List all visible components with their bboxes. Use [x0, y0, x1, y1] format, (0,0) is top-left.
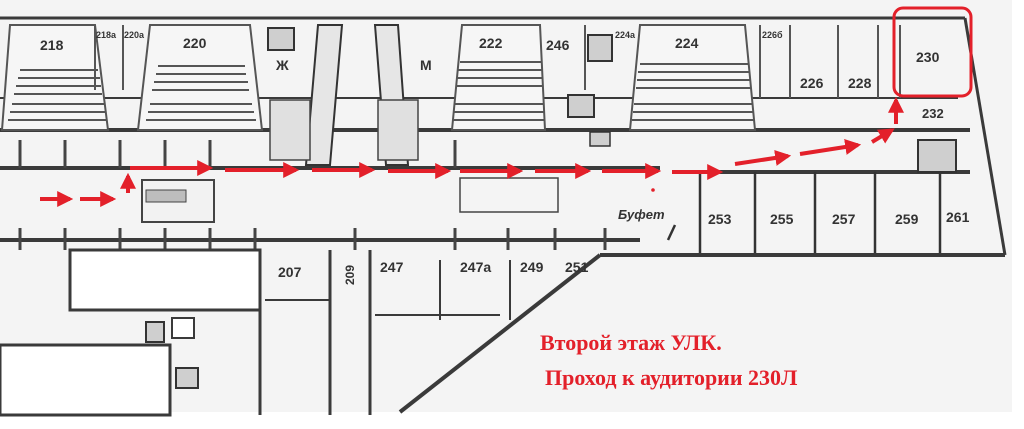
rooms-226-228	[759, 25, 901, 98]
room-label-253: 253	[708, 211, 732, 227]
room-label-228: 228	[848, 75, 872, 91]
room-label-251: 251	[565, 259, 589, 275]
room-label-wc-f: Ж	[275, 57, 289, 73]
room-label-226b: 226б	[762, 30, 783, 40]
room-230-highlight	[892, 6, 973, 98]
room-label-259: 259	[895, 211, 919, 227]
room-label-255: 255	[770, 211, 794, 227]
stairs-block	[267, 24, 419, 166]
room-246-224a	[567, 25, 613, 147]
room-label-buffet: Буфет	[618, 207, 665, 222]
room-label-246: 246	[546, 37, 570, 53]
room-label-230: 230	[916, 49, 940, 65]
caption-line-2: Проход к аудитории 230Л	[545, 365, 798, 390]
route-arrows	[40, 96, 904, 207]
room-label-220: 220	[183, 35, 207, 51]
walls-bottom	[0, 248, 1005, 417]
room-labels: 218 218а 220а 220 Ж М 222 246 224а 224 2…	[40, 30, 970, 285]
corridor-pillars	[18, 140, 607, 250]
room-label-247a: 247а	[460, 259, 491, 275]
stair-symbol-lower-2	[175, 367, 199, 389]
room-label-209: 209	[343, 265, 357, 285]
route-arrow	[734, 150, 792, 166]
room-label-247: 247	[380, 259, 404, 275]
room-label-226: 226	[800, 75, 824, 91]
room-232-stairs	[917, 139, 957, 173]
room-label-wc-m: М	[420, 57, 432, 73]
room-224	[628, 24, 757, 131]
room-label-261: 261	[946, 209, 970, 225]
room-label-249: 249	[520, 259, 544, 275]
rooms-253-261	[666, 172, 942, 255]
room-label-218a: 218а	[96, 30, 117, 40]
corridor-stair	[141, 177, 559, 223]
room-label-207: 207	[278, 264, 302, 280]
room-label-220a: 220а	[124, 30, 145, 40]
route-arrow	[870, 128, 895, 144]
stair-symbol-lower	[145, 321, 165, 343]
room-label-222: 222	[479, 35, 503, 51]
caption-line-1: Второй этаж УЛК.	[540, 330, 722, 355]
route-arrow	[799, 139, 862, 156]
room-label-257: 257	[832, 211, 856, 227]
room-222	[450, 24, 547, 131]
room-220	[136, 24, 264, 131]
room-218	[0, 24, 110, 131]
route-dot	[651, 188, 655, 192]
room-label-224a: 224а	[615, 30, 636, 40]
room-label-224: 224	[675, 35, 699, 51]
room-label-232: 232	[922, 106, 944, 121]
room-label-218: 218	[40, 37, 64, 53]
